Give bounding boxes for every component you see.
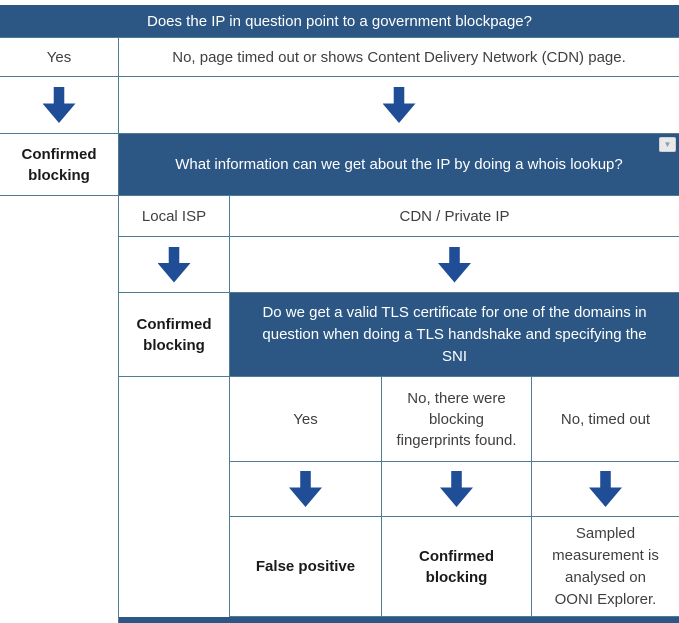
arrow-cell [532,462,679,517]
down-arrow-icon [157,246,191,283]
confirmed-blocking-cell-2: Confirmed blocking [119,293,230,377]
down-arrow-icon [42,87,76,123]
cdn-private-ip-branch-cell: CDN / Private IP [230,196,679,237]
down-arrow-icon [289,471,322,507]
empty-col2-cell [119,377,230,623]
down-arrow-icon [440,471,473,507]
confirmed-blocking-cell-1: Confirmed blocking [0,134,119,196]
header-question-cell: Does the IP in question point to a gover… [0,5,679,38]
arrow-cell [119,237,230,293]
sampled-measurement-cell: Sampled measurement is analysed on OONI … [532,517,679,617]
arrow-cell [382,462,532,517]
dropdown-icon[interactable]: ▼ [659,137,676,152]
whois-question-text: What information can we get about the IP… [175,156,623,173]
down-arrow-icon [589,471,622,507]
confirmed-blocking-cell-3: Confirmed blocking [382,517,532,617]
whois-question-cell: What information can we get about the IP… [119,134,679,196]
flowchart-grid: Does the IP in question point to a gover… [0,5,679,623]
no-timed-out-branch-cell: No, timed out [532,377,679,462]
down-arrow-icon [382,87,416,123]
down-arrow-icon [438,246,471,283]
yes-branch-cell: Yes [0,38,119,77]
empty-col1-cell [0,196,119,623]
false-positive-cell: False positive [230,517,382,617]
no-cdn-branch-cell: No, page timed out or shows Content Deli… [119,38,679,77]
local-isp-branch-cell: Local ISP [119,196,230,237]
arrow-cell [230,462,382,517]
arrow-cell [0,77,119,134]
arrow-cell [230,237,679,293]
arrow-cell [119,77,679,134]
no-fingerprints-branch-cell: No, there were blocking fingerprints fou… [382,377,532,462]
tls-question-cell: Do we get a valid TLS certificate for on… [230,293,679,377]
next-row-strip [119,617,679,623]
yes-tls-branch-cell: Yes [230,377,382,462]
